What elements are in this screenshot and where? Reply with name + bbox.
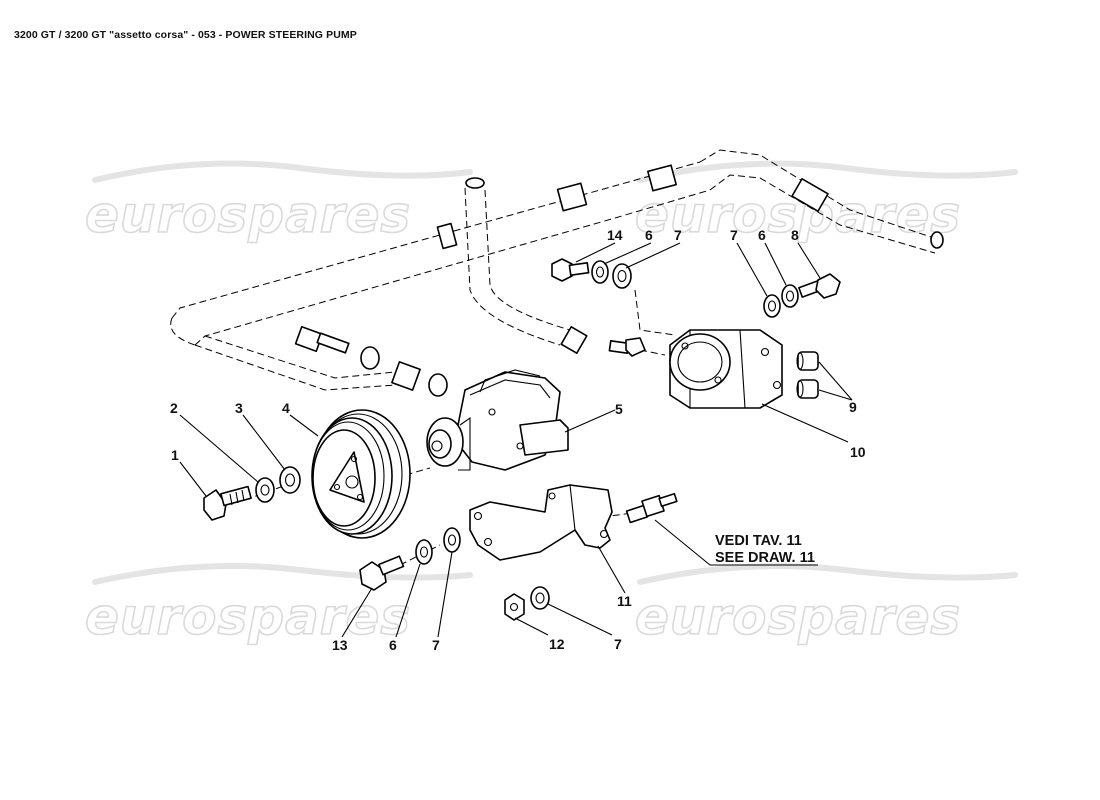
part-6-washer-right [781,284,799,308]
callout-4: 4 [282,400,290,416]
part-7-washer-right [763,294,781,318]
part-6-washer-lower [415,539,433,565]
page-title: 3200 GT / 3200 GT "assetto corsa" - 053 … [14,29,357,41]
callout-5: 5 [615,401,623,417]
watermark-top-left: eurospares [84,160,473,245]
part-5-pump [426,369,569,471]
callout-8: 8 [791,227,799,243]
part-13-bolt [359,555,405,591]
watermark-text: eurospares [85,588,411,646]
part-12-nut [504,593,525,621]
watermark-text: eurospares [635,588,961,646]
part-1-bolt [203,485,252,521]
watermark-text: eurospares [635,186,961,244]
leader-lines [179,242,853,638]
callout-7-bottom: 7 [614,636,622,652]
part-2-washer [255,477,275,503]
callout-1: 1 [171,447,179,463]
pressure-switch [625,492,678,524]
callout-3: 3 [235,400,243,416]
part-14-bolt [551,258,590,282]
callout-6-right: 6 [758,227,766,243]
callout-7-right: 7 [730,227,738,243]
part-7-washer-lower [443,527,461,553]
callout-9: 9 [849,399,857,415]
callout-14: 14 [607,227,623,243]
callout-2: 2 [170,400,178,416]
reference-note: VEDI TAV. 11 SEE DRAW. 11 [715,533,815,566]
reference-line-1: VEDI TAV. 11 [715,533,802,549]
part-9-spacers [796,351,819,399]
callout-7-lower: 7 [432,637,440,653]
part-7-washer-bottom [530,586,550,610]
part-11-lower-bracket [469,484,613,561]
part-7-washer-upper [612,263,632,289]
callout-labels: 1 2 3 4 5 14 6 7 7 6 8 9 10 11 13 6 7 12… [170,227,866,653]
watermark-top-right: eurospares [634,160,1018,245]
hose-sleeves [391,164,944,391]
callout-10: 10 [850,444,866,460]
callout-13: 13 [332,637,348,653]
watermark-text: eurospares [85,186,411,244]
callout-7-upper: 7 [674,227,682,243]
callout-6-lower: 6 [389,637,397,653]
reference-line-2: SEE DRAW. 11 [715,550,815,566]
hose-bolt [294,325,448,397]
bracket-stud [608,337,646,357]
callout-6-upper: 6 [645,227,653,243]
part-8-bolt [798,273,841,299]
part-3-washer [279,466,301,494]
watermark-bottom-right: eurospares [634,563,1018,647]
part-4-pulley [311,409,411,539]
part-10-bracket [669,329,783,409]
part-6-washer-upper [591,260,609,284]
watermark-bottom-left: eurospares [84,563,473,647]
callout-12: 12 [549,636,565,652]
callout-11: 11 [617,593,632,609]
